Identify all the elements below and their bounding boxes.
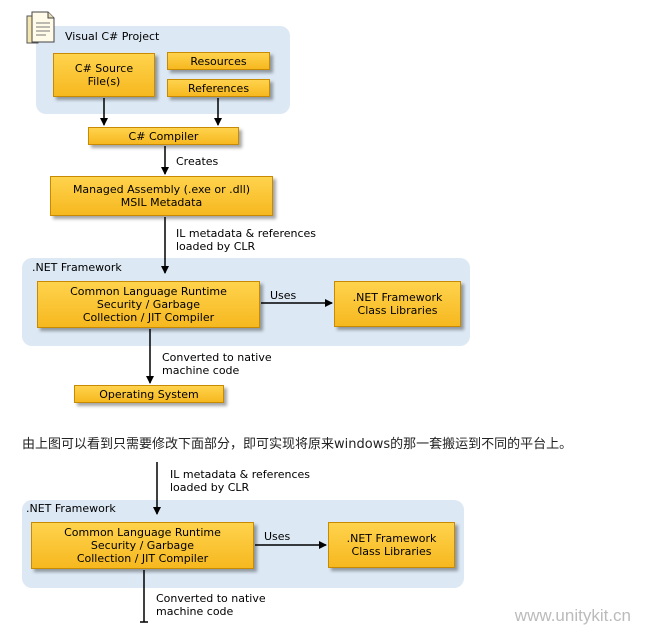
clr-box-2: Common Language Runtime Security / Garba… (31, 522, 254, 569)
caption-text: 由上图可以看到只需要修改下面部分，即可实现将原来windows的那一套搬运到不同… (22, 437, 573, 452)
uses-label: Uses (270, 289, 297, 302)
creates-label: Creates (176, 155, 219, 168)
csharp-source-box: C# Source File(s) (53, 53, 155, 97)
operating-system-box: Operating System (74, 385, 224, 403)
il-metadata-label-2: IL metadata & references loaded by CLR (170, 468, 311, 494)
resources-box: Resources (167, 52, 270, 70)
managed-assembly-box: Managed Assembly (.exe or .dll) MSIL Met… (50, 176, 273, 216)
net-framework-panel-label: .NET Framework (32, 261, 122, 274)
class-libraries-box: .NET Framework Class Libraries (334, 281, 461, 327)
net-framework-panel-label-2: .NET Framework (26, 502, 116, 515)
converted-label: Converted to native machine code (162, 351, 272, 377)
csharp-compiler-box: C# Compiler (88, 127, 239, 145)
class-libraries-box-2: .NET Framework Class Libraries (328, 522, 455, 568)
project-panel-label: Visual C# Project (65, 30, 160, 43)
uses-label-2: Uses (264, 530, 291, 543)
watermark: www.unitykit.cn (514, 606, 631, 625)
il-metadata-label: IL metadata & references loaded by CLR (176, 227, 317, 253)
document-icon (26, 11, 55, 44)
converted-label-2: Converted to native machine code (156, 592, 266, 618)
references-box: References (167, 79, 270, 97)
clr-box: Common Language Runtime Security / Garba… (37, 281, 260, 328)
